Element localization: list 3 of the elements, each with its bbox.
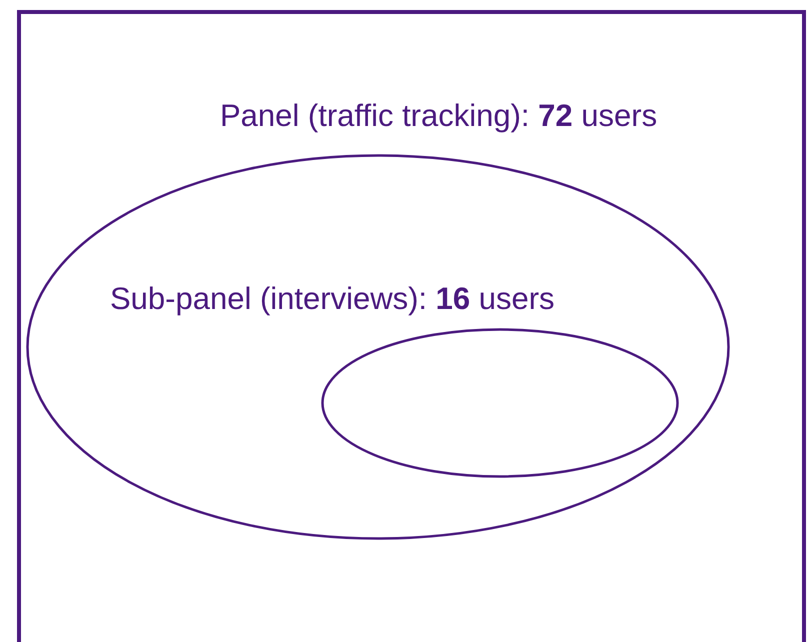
frame-box: [17, 10, 806, 642]
set-heading: Panel (traffic tracking): 72 users: [220, 98, 658, 134]
set-heading: Sub-panel (interviews): 16 users: [110, 281, 555, 317]
